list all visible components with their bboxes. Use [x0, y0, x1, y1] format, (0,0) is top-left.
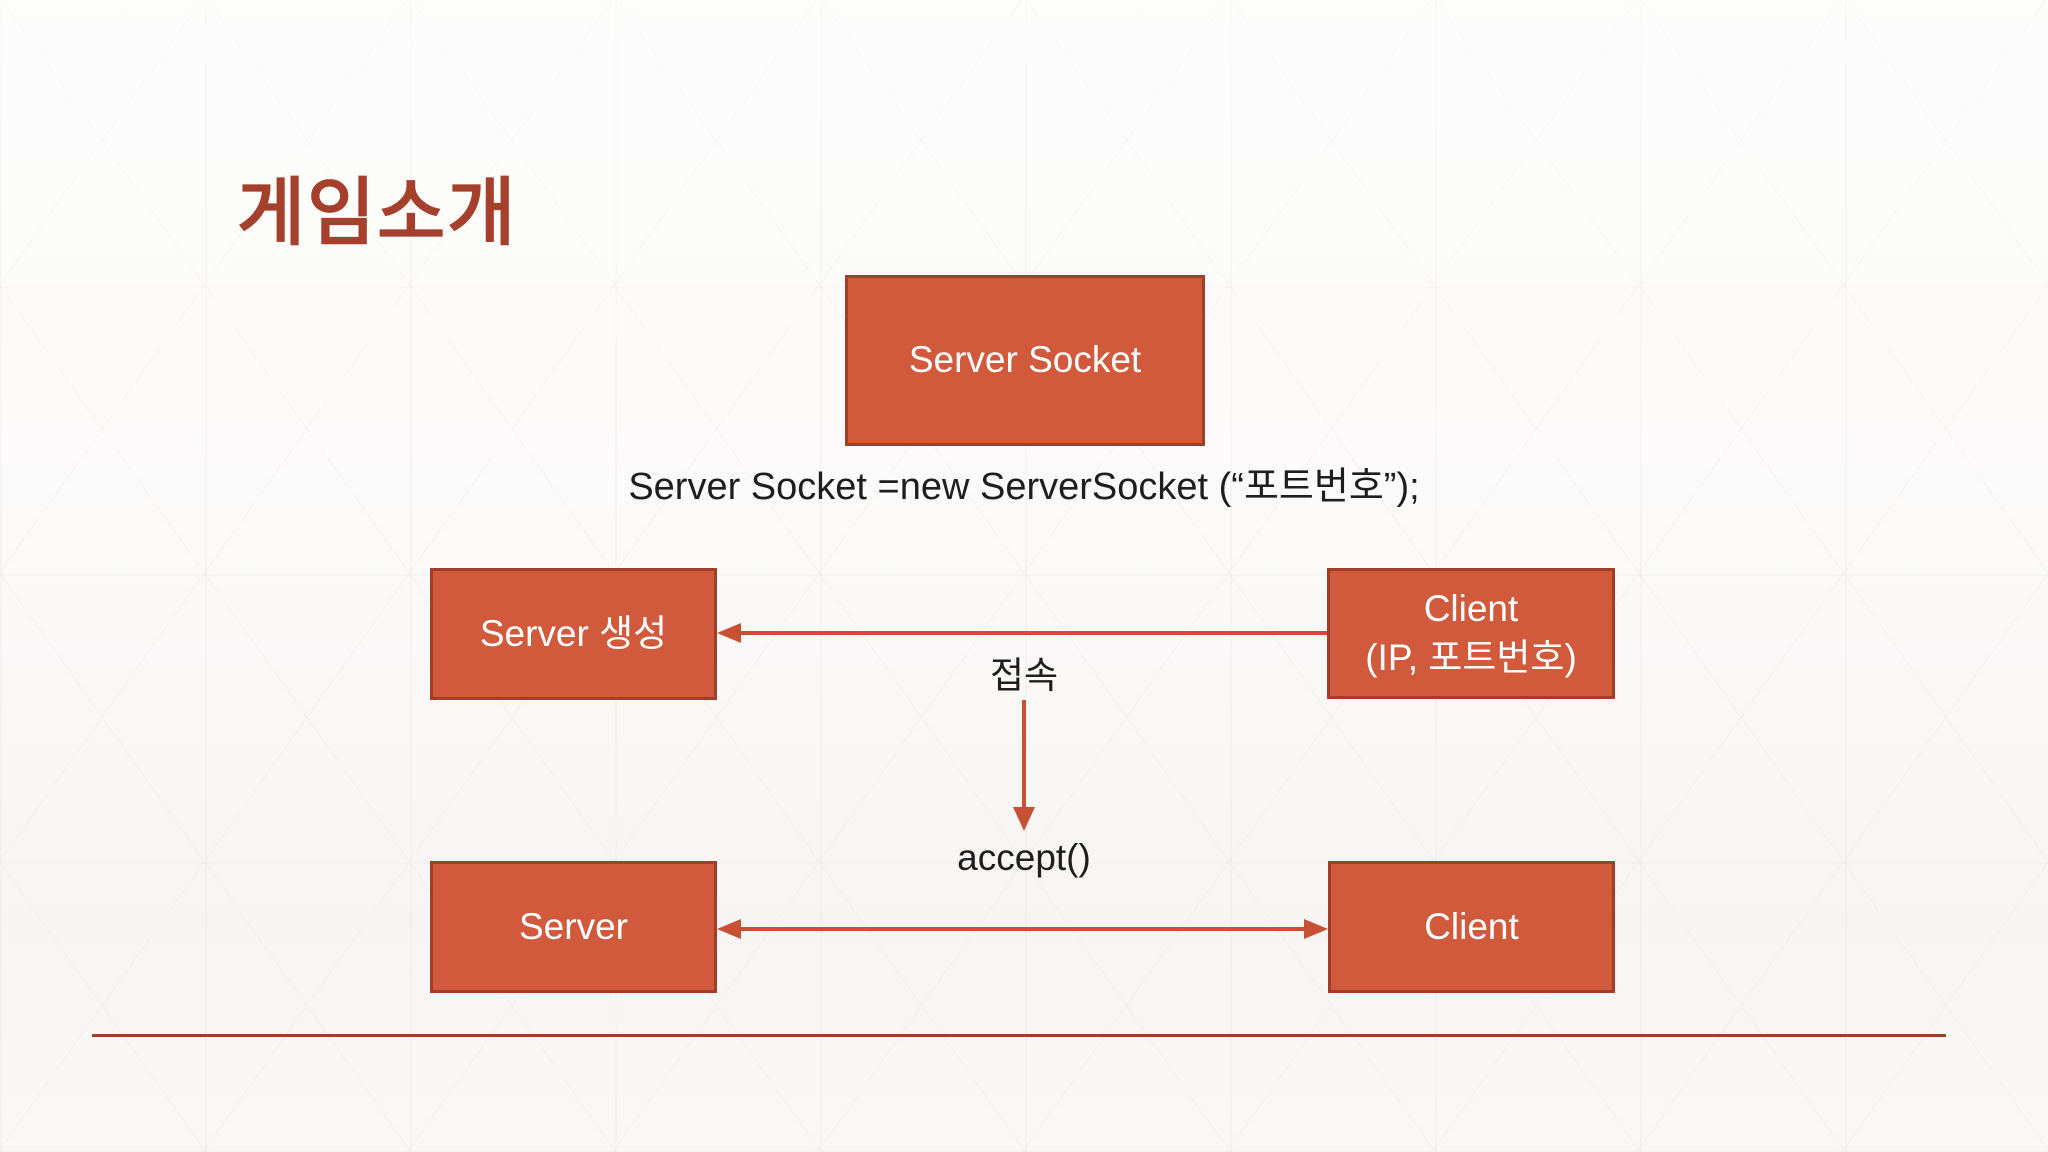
server-box-label: Server — [519, 905, 628, 947]
server-socket-box: Server Socket — [845, 275, 1205, 446]
accept-label: accept() — [957, 837, 1091, 878]
arrow-left-head-icon — [717, 623, 741, 643]
arrow-shaft — [1022, 700, 1026, 807]
client-to-server-arrow — [717, 622, 1327, 644]
accept-down-arrow — [1012, 700, 1036, 831]
bottom-divider — [92, 1034, 1946, 1037]
server-box: Server — [430, 861, 717, 993]
server-socket-box-label: Server Socket — [908, 339, 1142, 381]
arrow-shaft — [741, 631, 1327, 635]
arrow-down-head-icon — [1013, 807, 1035, 831]
arrow-right-head-icon — [1304, 919, 1328, 939]
slide-title: 게임소개 — [237, 171, 518, 254]
server-create-box: Server 생성 — [430, 568, 717, 700]
connect-label: 접속 — [989, 655, 1059, 696]
arrow-left-head-icon — [717, 919, 741, 939]
client-connect-box: Client (IP, 포트번호) — [1327, 568, 1615, 699]
server-create-box-label: Server 생성 — [479, 612, 668, 654]
client-box-label: Client — [1424, 905, 1519, 947]
client-box: Client — [1328, 861, 1615, 993]
arrow-shaft — [741, 927, 1304, 931]
server-client-duplex-arrow — [717, 918, 1328, 940]
server-socket-code-line: Server Socket =new ServerSocket (“포트번호”)… — [628, 466, 1420, 508]
client-connect-box-label: Client (IP, 포트번호) — [1365, 588, 1577, 678]
